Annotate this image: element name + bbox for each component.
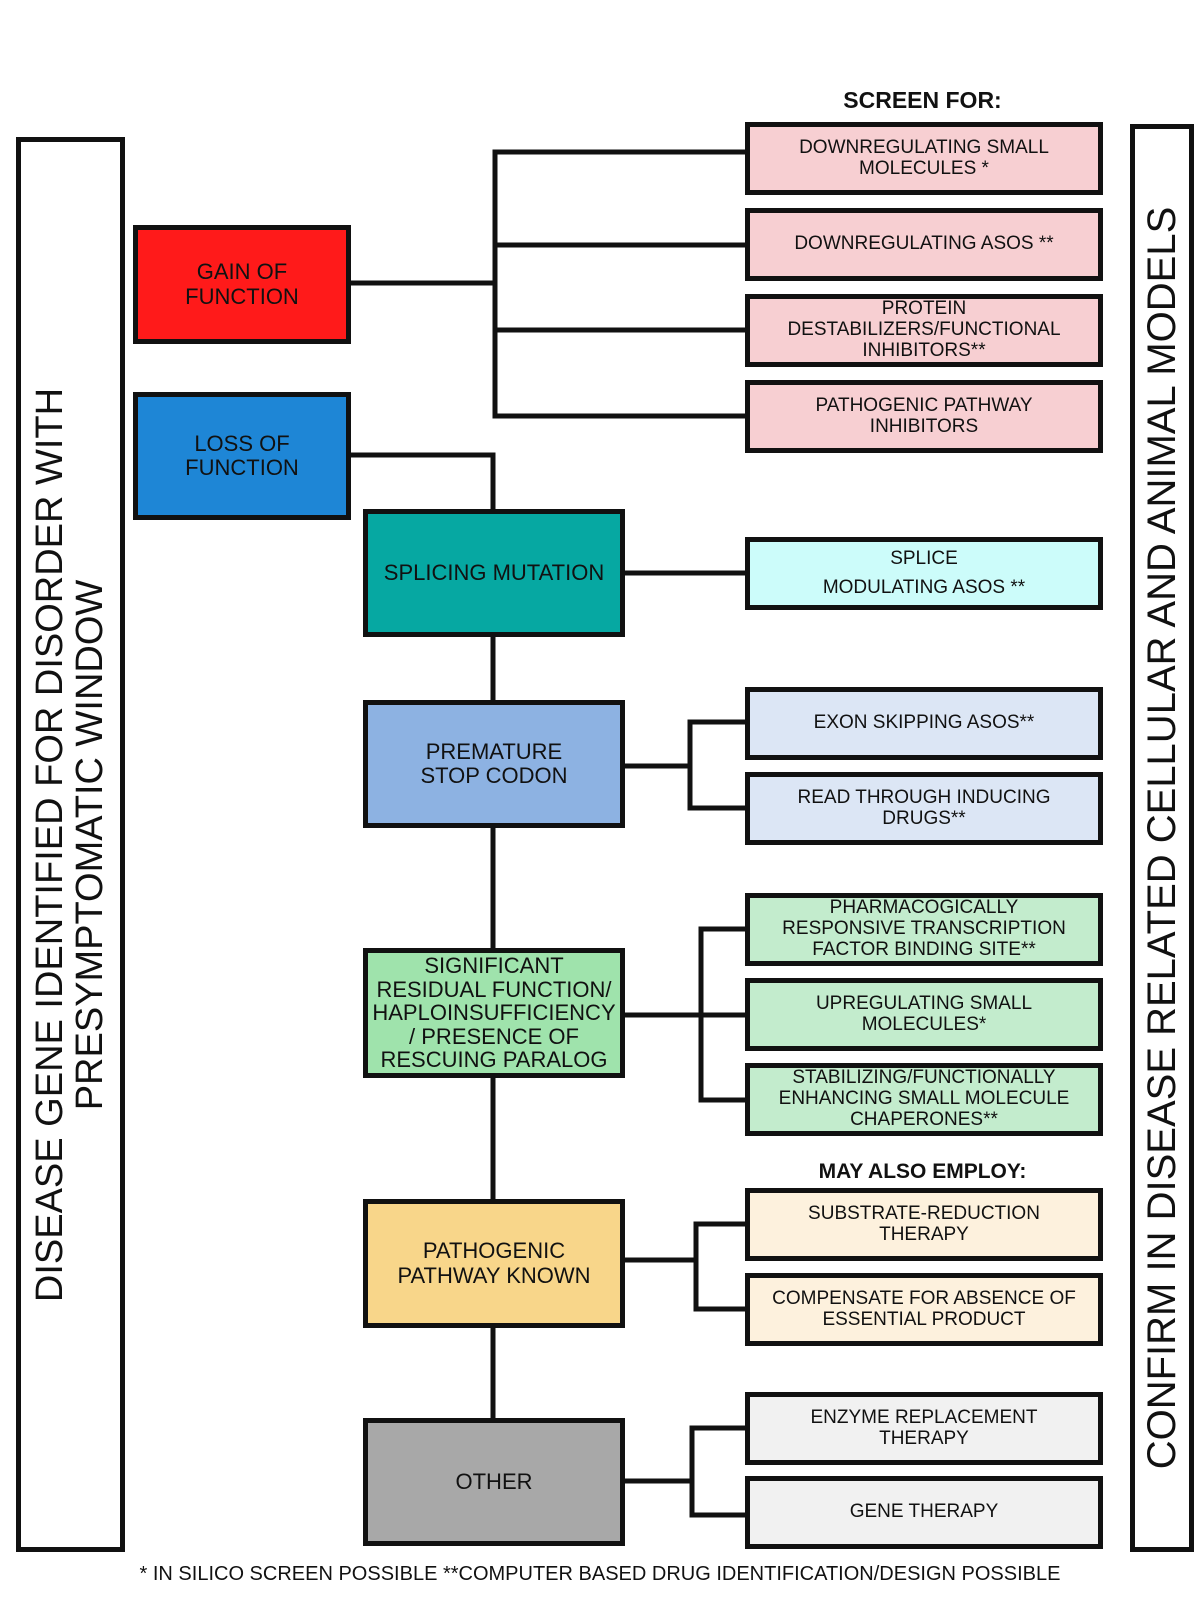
substrate-reduction-label: SUBSTRATE-REDUCTION THERAPY [808, 1202, 1040, 1245]
downregulating-asos-label: DOWNREGULATING ASOS ** [794, 233, 1054, 255]
gene-therapy-box: GENE THERAPY [745, 1476, 1103, 1549]
protein-destabilizers-box: PROTEIN DESTABILIZERS/FUNCTIONAL INHIBIT… [745, 294, 1103, 367]
may-also-employ-header: MAY ALSO EMPLOY: [818, 1160, 1027, 1183]
enzyme-replacement-box: ENZYME REPLACEMENT THERAPY [745, 1392, 1103, 1465]
stabilizing-chaperones-label: STABILIZING/FUNCTIONALLY ENHANCING SMALL… [778, 1067, 1070, 1130]
read-through-drugs-label: READ THROUGH INDUCING DRUGS** [797, 786, 1051, 829]
compensate-absence-label: COMPENSATE FOR ABSENCE OF ESSENTIAL PROD… [772, 1287, 1076, 1330]
enzyme-replacement-label: ENZYME REPLACEMENT THERAPY [810, 1406, 1038, 1449]
splicing-mutation-label: SPLICING MUTATION [383, 559, 605, 585]
substrate-reduction-box: SUBSTRATE-REDUCTION THERAPY [745, 1188, 1103, 1261]
screen-for-header: SCREEN FOR: [843, 87, 1002, 113]
other-label: OTHER [455, 1468, 533, 1494]
right-panel-title: CONFIRM IN DISEASE RELATED CELLULAR AND … [1140, 206, 1184, 1470]
stabilizing-chaperones-box: STABILIZING/FUNCTIONALLY ENHANCING SMALL… [745, 1063, 1103, 1136]
gain-of-function-label: GAIN OF FUNCTION [185, 259, 299, 309]
splice-modulating-asos-box: SPLICE MODULATING ASOS ** [745, 537, 1103, 610]
splice-modulating-asos-label: SPLICE MODULATING ASOS ** [822, 548, 1026, 598]
gene-therapy-label: GENE THERAPY [849, 1501, 999, 1523]
splicing-mutation-box: SPLICING MUTATION [363, 509, 625, 637]
pathogenic-pathway-inhibitors-box: PATHOGENIC PATHWAY INHIBITORS [745, 380, 1103, 453]
loss-of-function-box: LOSS OF FUNCTION [133, 392, 351, 520]
protein-destabilizers-label: PROTEIN DESTABILIZERS/FUNCTIONAL INHIBIT… [787, 298, 1061, 361]
upregulating-small-molecules-box: UPREGULATING SMALL MOLECULES* [745, 978, 1103, 1051]
residual-function-label: SIGNIFICANT RESIDUAL FUNCTION/ HAPLOINSU… [372, 953, 616, 1073]
premature-stop-codon-box: PREMATURE STOP CODON [363, 700, 625, 828]
pathogenic-pathway-inhibitors-label: PATHOGENIC PATHWAY INHIBITORS [815, 394, 1033, 437]
gain-of-function-box: GAIN OF FUNCTION [133, 225, 351, 344]
pathogenic-pathway-known-box: PATHOGENIC PATHWAY KNOWN [363, 1199, 625, 1328]
downregulating-asos-box: DOWNREGULATING ASOS ** [745, 208, 1103, 281]
downregulating-small-molecules-label: DOWNREGULATING SMALL MOLECULES * [799, 136, 1049, 179]
compensate-absence-box: COMPENSATE FOR ABSENCE OF ESSENTIAL PROD… [745, 1273, 1103, 1346]
footnote: * IN SILICO SCREEN POSSIBLE **COMPUTER B… [139, 1563, 1061, 1585]
pathogenic-pathway-known-label: PATHOGENIC PATHWAY KNOWN [397, 1238, 591, 1288]
pharmacogically-responsive-label: PHARMACOGICALLY RESPONSIVE TRANSCRIPTION… [782, 897, 1066, 960]
left-panel: DISEASE GENE IDENTIFIED FOR DISORDER WIT… [16, 137, 125, 1552]
other-box: OTHER [363, 1418, 625, 1546]
downregulating-small-molecules-box: DOWNREGULATING SMALL MOLECULES * [745, 122, 1103, 195]
loss-of-function-label: LOSS OF FUNCTION [185, 430, 299, 480]
right-panel: CONFIRM IN DISEASE RELATED CELLULAR AND … [1130, 124, 1194, 1552]
exon-skipping-asos-box: EXON SKIPPING ASOS** [745, 687, 1103, 760]
upregulating-small-molecules-label: UPREGULATING SMALL MOLECULES* [815, 992, 1033, 1035]
residual-function-box: SIGNIFICANT RESIDUAL FUNCTION/ HAPLOINSU… [363, 948, 625, 1078]
pharmacogically-responsive-box: PHARMACOGICALLY RESPONSIVE TRANSCRIPTION… [745, 893, 1103, 966]
exon-skipping-asos-label: EXON SKIPPING ASOS** [813, 712, 1035, 734]
premature-stop-codon-label: PREMATURE STOP CODON [420, 738, 568, 788]
read-through-drugs-box: READ THROUGH INDUCING DRUGS** [745, 772, 1103, 845]
left-panel-title: DISEASE GENE IDENTIFIED FOR DISORDER WIT… [28, 387, 111, 1302]
